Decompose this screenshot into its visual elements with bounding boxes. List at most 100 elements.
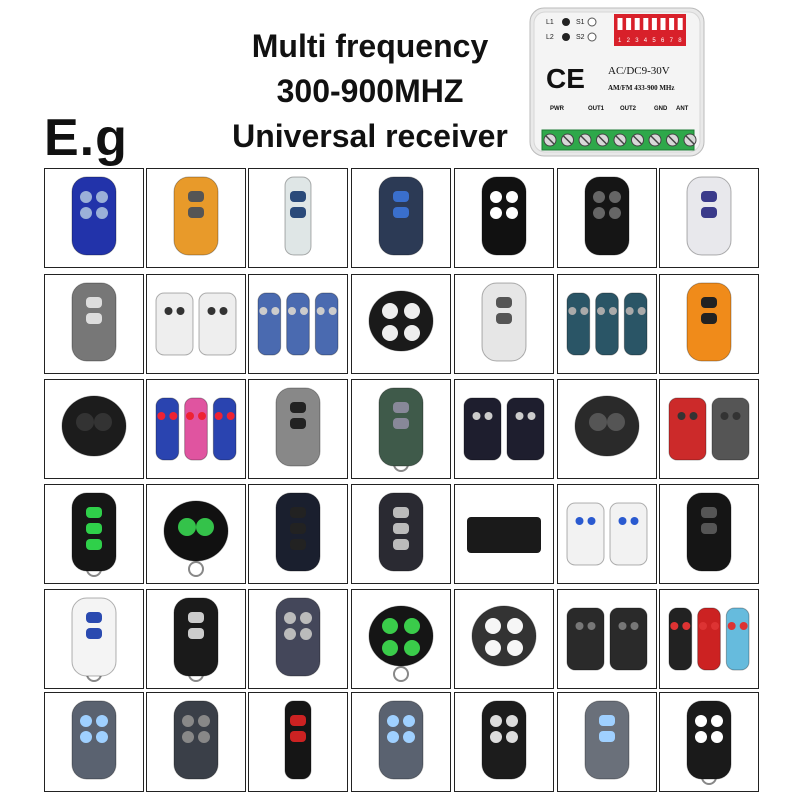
remote-cell (351, 484, 451, 584)
remote-control (584, 700, 630, 780)
remote-button (387, 731, 399, 743)
remote-image (71, 700, 117, 780)
remote-body (481, 176, 527, 256)
remote-button (527, 412, 536, 420)
remote-button (288, 307, 296, 315)
remote-button (472, 412, 481, 420)
remote-button (701, 523, 717, 534)
remote-button (328, 307, 337, 315)
remote-cell (557, 484, 657, 584)
remote-image (257, 292, 339, 356)
remote-button (593, 207, 605, 219)
remote-cell (44, 274, 144, 374)
remote-body (697, 607, 721, 671)
remote-button (701, 313, 717, 324)
remote-image (566, 607, 648, 671)
remote-body (481, 700, 527, 780)
remote-image (574, 395, 640, 457)
remote-image (275, 492, 321, 572)
remote-button (178, 518, 196, 536)
remote-button (484, 412, 493, 420)
remote-button (393, 402, 409, 413)
remote-image (173, 700, 219, 780)
remote-cell (454, 692, 554, 792)
remote-button (86, 539, 102, 550)
remote-control (71, 597, 117, 682)
remote-button (609, 207, 621, 219)
remote-button (727, 622, 736, 630)
remote-control (378, 176, 424, 256)
dip-number: 6 (661, 38, 665, 44)
remote-cell (146, 379, 246, 479)
remote-button (290, 715, 306, 726)
remote-control (173, 176, 219, 256)
remote-button (507, 618, 523, 634)
remote-image (686, 282, 732, 362)
remote-body (257, 292, 282, 356)
remote-cell (44, 484, 144, 584)
remote-control (378, 700, 424, 780)
remote-button (186, 412, 194, 420)
remote-button (284, 628, 296, 640)
remote-body (711, 397, 750, 461)
remote-button (86, 523, 102, 534)
dip-switch-5 (651, 18, 657, 30)
remote-body (686, 700, 732, 780)
remote-image (284, 700, 312, 780)
led-label-l1: L1 (546, 19, 554, 26)
remote-body (212, 397, 237, 461)
remote-control (481, 282, 527, 362)
remote-image (378, 176, 424, 256)
remote-button (80, 731, 92, 743)
remote-button (214, 412, 223, 420)
remote-body (506, 397, 545, 461)
remote-cell (454, 274, 554, 374)
remote-body (71, 176, 117, 256)
remote-button (609, 191, 621, 203)
remote-button (575, 517, 584, 525)
remote-button (575, 622, 584, 630)
remote-button (739, 622, 748, 630)
remote-cell (44, 379, 144, 479)
remote-button (176, 307, 185, 315)
remote-button (86, 297, 102, 308)
remote-button (403, 731, 415, 743)
remote-body (574, 395, 640, 457)
remote-body (155, 397, 180, 461)
remote-image (71, 282, 117, 362)
remote-control (686, 282, 732, 362)
remote-button (490, 715, 502, 727)
remote-control (566, 502, 648, 566)
remote-button (701, 507, 717, 518)
remote-button (393, 507, 409, 518)
dip-switch (614, 14, 686, 46)
dip-number: 7 (670, 38, 674, 44)
remote-button (490, 731, 502, 743)
remote-button (94, 413, 112, 431)
band-label: AM/FM 433-900 MHz (608, 84, 674, 92)
remote-cell (146, 484, 246, 584)
remote-button (599, 731, 615, 742)
remote-body (368, 290, 434, 352)
remote-button (198, 412, 206, 420)
remote-control (368, 605, 434, 682)
remote-control (173, 597, 219, 682)
remote-button (485, 618, 501, 634)
remote-button (720, 412, 729, 420)
remote-button (300, 307, 308, 315)
remote-image (378, 387, 424, 472)
remote-image (71, 492, 117, 577)
remote-cell (351, 692, 451, 792)
remote-control (61, 395, 127, 457)
remote-button (625, 307, 634, 315)
remote-cell (351, 589, 451, 689)
remote-grid (44, 168, 759, 798)
remote-cell (557, 168, 657, 268)
remote-body (609, 502, 648, 566)
remote-cell (248, 589, 348, 689)
remote-button (290, 402, 306, 413)
remote-cell (454, 168, 554, 268)
remote-image (173, 176, 219, 256)
